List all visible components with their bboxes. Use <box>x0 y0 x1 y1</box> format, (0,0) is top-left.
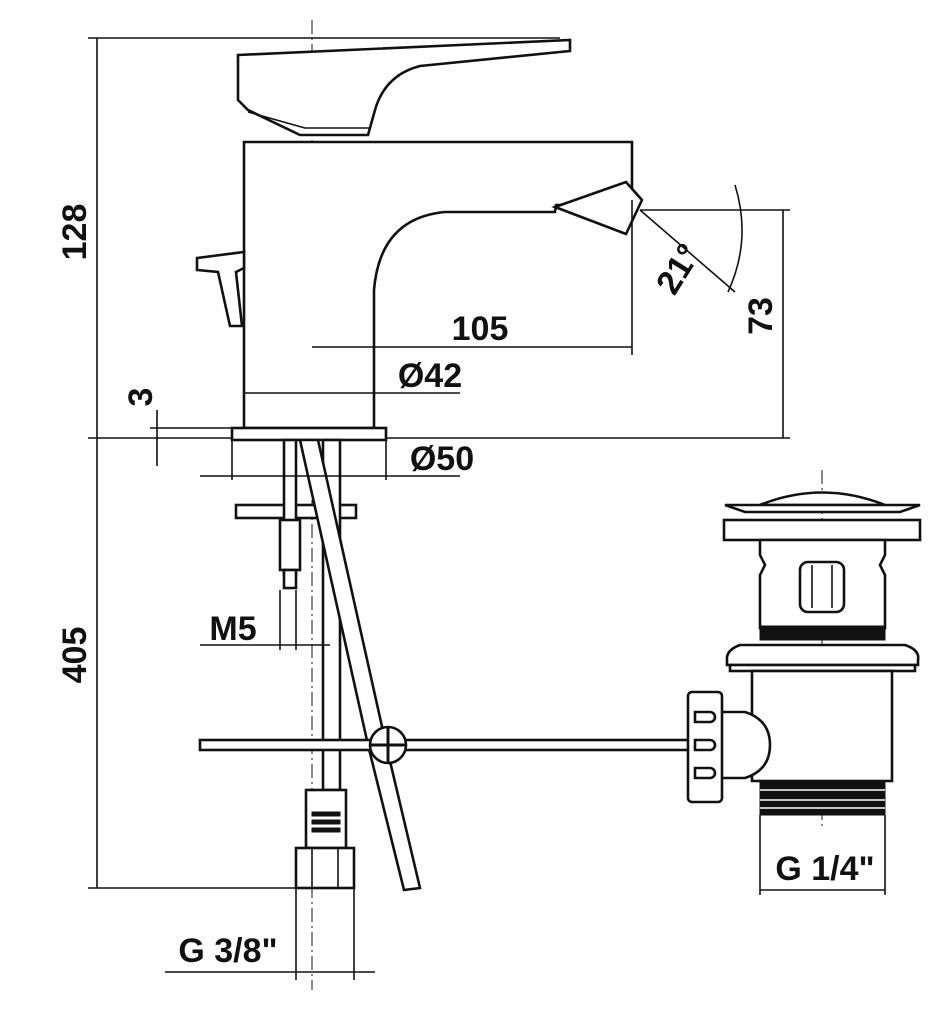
fitting-thread <box>311 811 341 833</box>
hose-fitting <box>304 788 348 850</box>
dim-body-diameter: Ø42 <box>398 357 462 395</box>
base-plate <box>230 426 388 442</box>
dim-waste-thread: G 1/4" <box>775 850 874 888</box>
popup-rod <box>198 738 692 752</box>
popup-lever <box>195 250 246 328</box>
dim-hose-length: 405 <box>56 627 94 684</box>
rod-connector <box>718 710 772 780</box>
lever-handle <box>236 38 572 137</box>
overflow-slot <box>798 560 846 614</box>
dimension-lines <box>150 184 886 980</box>
waste-drain <box>686 491 922 816</box>
extension-lines <box>88 37 790 889</box>
dim-hose-connection: G 3/8" <box>178 932 277 970</box>
dim-base-diameter: Ø50 <box>410 440 474 478</box>
hose-nut <box>294 846 356 890</box>
dim-spout-reach: 105 <box>452 310 509 348</box>
dim-base-thickness: 3 <box>122 388 160 407</box>
dim-spout-angle: 21° <box>649 237 708 301</box>
spout-nozzle <box>551 180 644 236</box>
dim-stud-thread: M5 <box>209 610 256 648</box>
stud-nut <box>278 518 302 572</box>
dim-spout-height: 73 <box>742 297 780 335</box>
dim-total-height: 128 <box>56 204 94 261</box>
mixer-body <box>242 140 634 430</box>
